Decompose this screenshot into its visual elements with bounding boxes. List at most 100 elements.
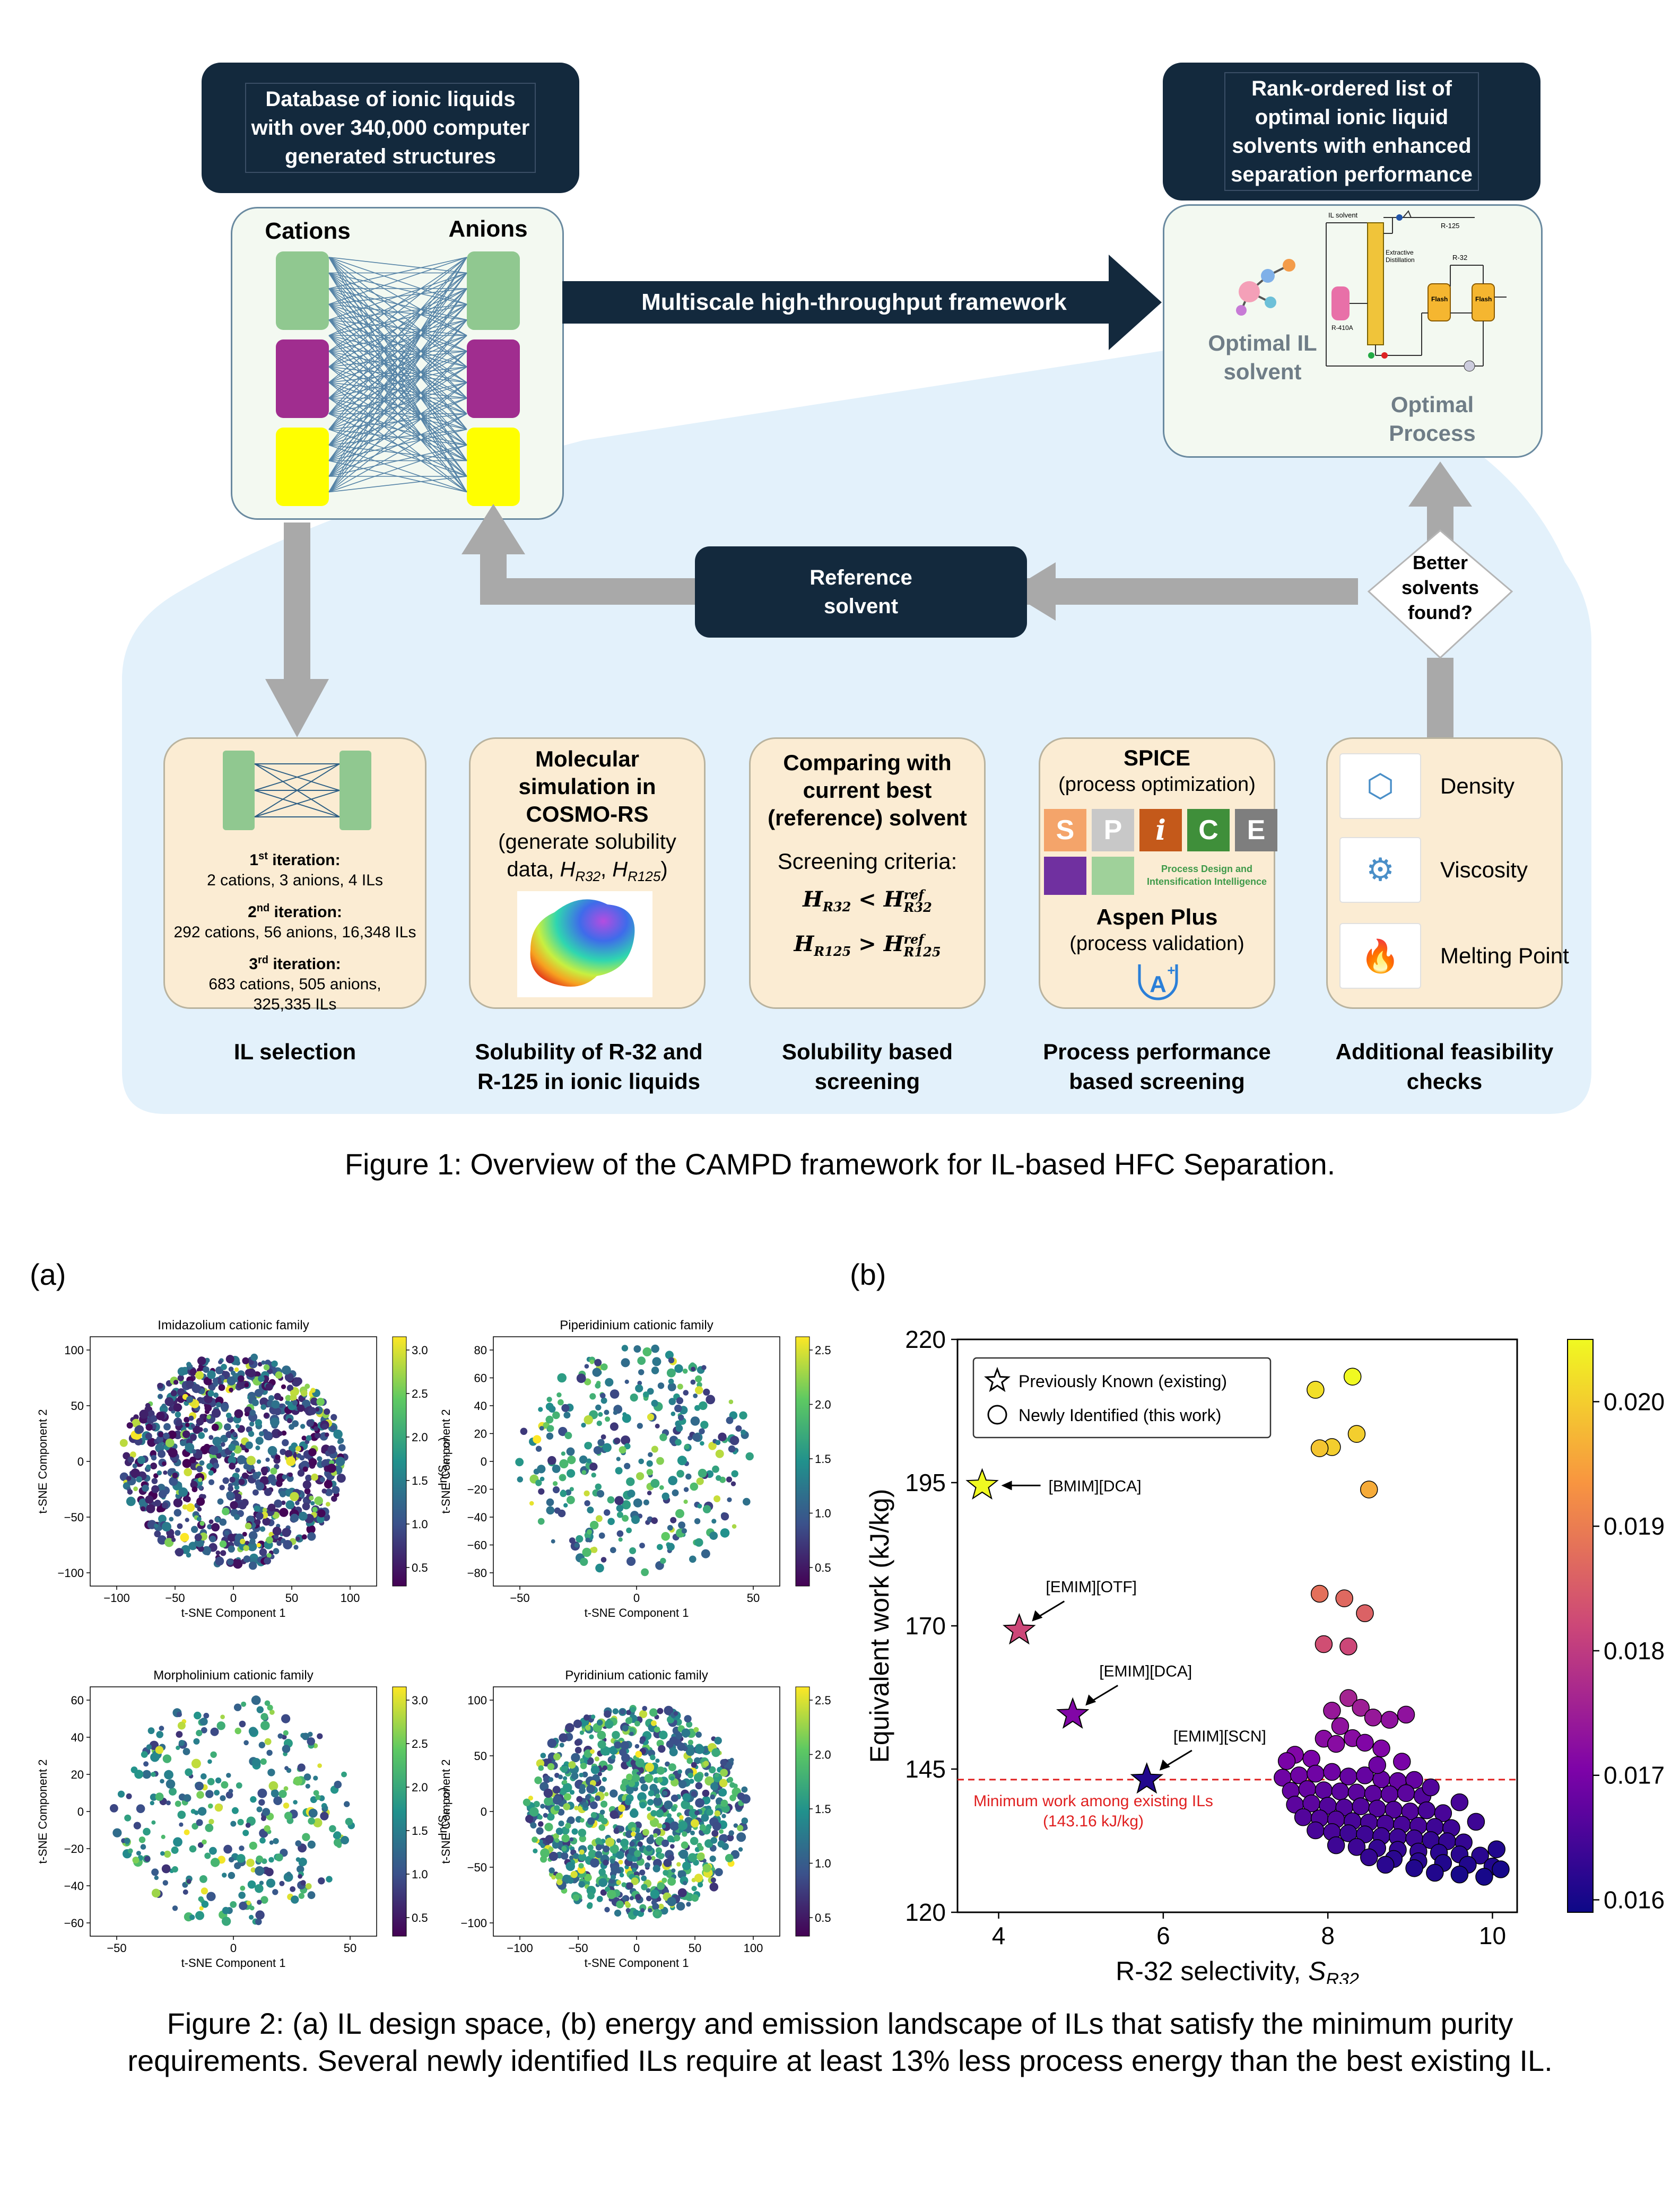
tsne-point [665,1761,670,1767]
tsne-y-tick-label: −60 [467,1539,487,1552]
tsne-y-tick-label: 50 [71,1399,84,1413]
tsne-point [222,1906,230,1914]
tsne-point [208,1470,214,1476]
tsne-point [645,1763,655,1772]
tsne-point [326,1876,333,1883]
tsne-point [308,1448,317,1457]
tsne-point [737,1792,745,1800]
tsne-point [237,1380,246,1389]
tsne-point [600,1397,607,1404]
tsne-point [249,1409,256,1416]
label-screening-1: Solubility based [781,1039,953,1064]
tsne-point [150,1462,158,1470]
tsne-point [244,1383,249,1388]
tsne-point [715,1449,724,1458]
tsne-point [643,1499,649,1505]
tsne-point [677,1742,686,1751]
tsne-point [184,1417,190,1423]
tsne-point [218,1360,223,1364]
tsne-point [176,1731,183,1738]
tsne-point [274,1499,282,1508]
tsne-point [206,1415,211,1419]
tsne-point [208,1519,214,1524]
tsne-point [272,1527,282,1536]
tsne-point [279,1880,285,1886]
tsne-point [661,1824,666,1829]
tsne-point [727,1776,734,1783]
tsne-point [265,1457,270,1462]
tsne-point [158,1394,163,1399]
tsne-point [662,1790,668,1796]
tsne-x-tick-label: 50 [689,1941,701,1955]
reference-solvent-text: Reference solvent [809,563,912,621]
ranked-line-1: Rank-ordered list of [1251,77,1452,100]
new-il-point [1450,1793,1469,1812]
decision-line-2: solvents [1401,577,1479,598]
pfd-il-solvent: IL solvent [1328,211,1358,219]
tsne-point [264,1488,272,1496]
tsne-point [286,1871,291,1876]
tsne-point [178,1487,188,1497]
tsne-point [225,1413,232,1418]
tsne-point [345,1818,353,1826]
tsne-point [610,1844,619,1854]
tsne-point [185,1442,195,1452]
tsne-point [199,1718,208,1726]
tsne-point [279,1508,289,1517]
tsne-point [745,1452,754,1461]
tsne-point [199,1521,205,1526]
tsne-point [590,1521,599,1530]
tsne-point [571,1753,580,1763]
tsne-point [327,1445,336,1454]
network-edge [328,257,467,352]
feature-viscosity-label: Viscosity [1440,857,1528,882]
tsne-point [274,1408,282,1416]
tsne-point [221,1405,228,1412]
new-il-point [1360,1481,1378,1499]
tsne-point [595,1563,604,1573]
tsne-y-tick-label: 0 [77,1805,84,1818]
tsne-point [743,1825,748,1831]
tsne-point [594,1358,602,1366]
tsne-point [284,1372,294,1382]
tsne-colorbar-tick-label: 1.5 [412,1824,428,1837]
tsne-point [597,1772,603,1776]
network-edge [328,288,467,477]
tsne-point [295,1445,301,1452]
tsne-point [189,1914,195,1920]
existing-il-label: [BMIM][DCA] [1049,1477,1142,1495]
tsne-point [626,1773,633,1781]
tsne-point [245,1441,253,1449]
tsne-point [720,1759,727,1766]
tsne-point [697,1503,702,1509]
tsne-point [578,1828,587,1837]
tsne-colorbar-tick-label: 1.0 [815,1507,831,1520]
tsne-point [610,1422,619,1431]
existing-il-star [1003,1613,1036,1645]
tsne-point [646,1460,653,1467]
tsne-point [147,1727,155,1735]
tsne-point [621,1882,626,1887]
tsne-point [606,1764,613,1771]
tsne-point [213,1462,220,1469]
tsne-point [182,1889,188,1895]
tsne-point [618,1537,623,1542]
tsne-point [605,1378,614,1387]
tsne-point [341,1836,349,1844]
tsne-point [681,1841,689,1849]
tsne-point [273,1548,280,1555]
tsne-colorbar-tick-label: 2.0 [815,1398,831,1412]
tsne-panel-title: Imidazolium cationic family [158,1318,309,1333]
tsne-point [561,1404,570,1412]
tsne-point [246,1426,252,1433]
tsne-point [571,1772,579,1780]
network-edge [328,445,467,493]
tsne-point [294,1377,302,1386]
tsne-x-tick-label: 0 [633,1591,640,1605]
tsne-point [216,1721,225,1730]
tsne-point [567,1816,575,1824]
tsne-point [161,1864,171,1874]
tsne-point [264,1557,271,1565]
tsne-point [315,1407,320,1412]
tsne-point [532,1836,538,1843]
